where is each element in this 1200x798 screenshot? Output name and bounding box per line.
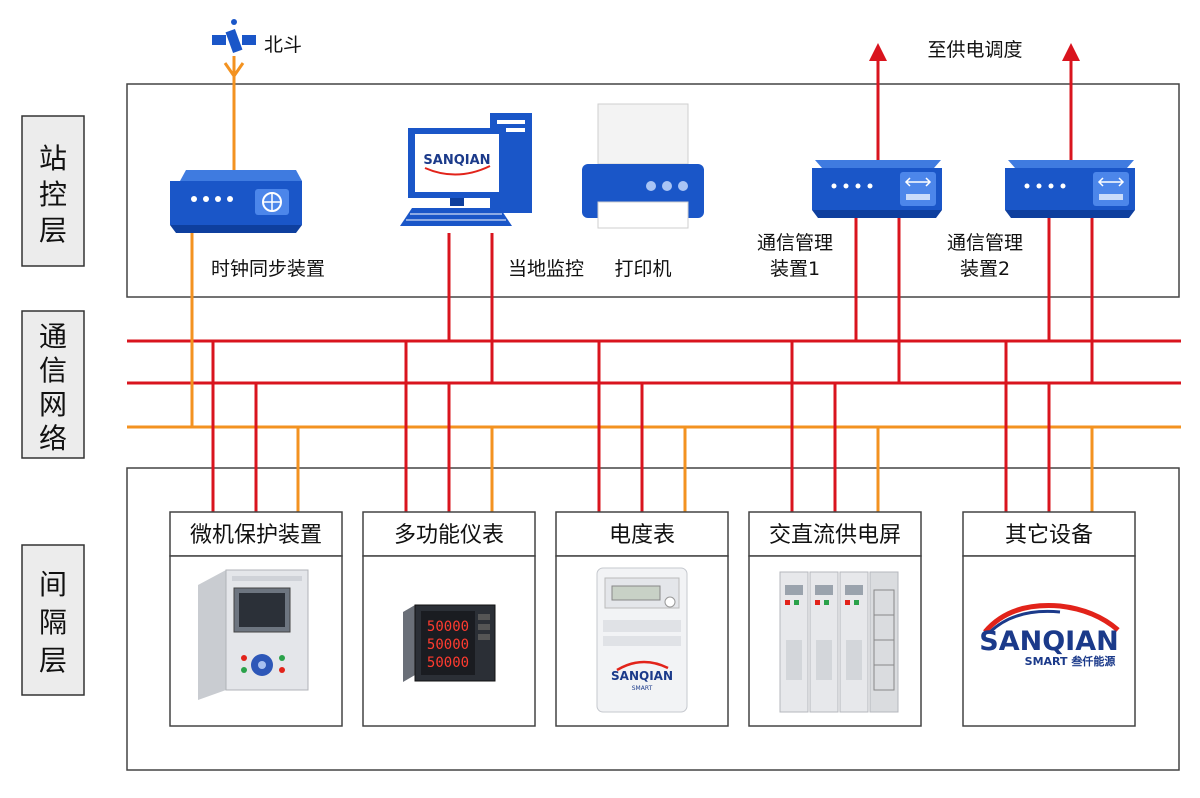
local-monitor-label: 当地监控 (508, 258, 584, 280)
layer-label-station (21, 115, 85, 267)
station-layer-frame (126, 83, 1180, 298)
clock-sync-label: 时钟同步装置 (211, 258, 325, 280)
connections (190, 43, 1094, 512)
protection-device-image (198, 569, 309, 700)
computer-icon: SANQIAN (400, 113, 532, 226)
bay-device-acdc-panel-title: 交直流供电屏 (769, 523, 901, 548)
bay-device-other-title: 其它设备 (1005, 523, 1093, 548)
dispatch-label: 至供电调度 (927, 39, 1022, 61)
multifunction-meter-image: 50000 50000 50000 (403, 604, 496, 682)
layer-network-text: 通信网络 (39, 320, 67, 455)
comm-manager-1-label-line1: 通信管理 (757, 232, 833, 254)
svg-text:SMART: SMART (632, 685, 653, 692)
comm-manager-2-icon (1005, 160, 1135, 218)
layer-bay-text: 间隔层 (39, 568, 67, 677)
comm-manager-2-label-line2: 装置2 (960, 258, 1010, 280)
sanqian-logo (983, 603, 1120, 634)
layer-char: 信 (39, 354, 67, 387)
printer-label: 打印机 (614, 258, 671, 280)
comm-manager-2-label-line1: 通信管理 (947, 232, 1023, 254)
meter-reading-2: 50000 (427, 637, 469, 653)
svg-text:SANQIAN: SANQIAN (611, 669, 673, 683)
layer-label-bay (21, 544, 85, 696)
layer-char: 络 (39, 422, 67, 455)
logo-brand-text: SANQIAN (979, 626, 1118, 657)
printer-icon (582, 103, 704, 229)
comm-manager-1-label-line2: 装置1 (770, 258, 820, 280)
meter-reading-1: 50000 (427, 619, 469, 635)
svg-text:SANQIAN: SANQIAN (423, 153, 490, 168)
acdc-panel-image (779, 571, 899, 713)
meter-reading-3: 50000 (427, 655, 469, 671)
logo-sub-text: SMART 叁仟能源 (1025, 654, 1116, 668)
layer-char: 间 (39, 568, 67, 601)
layer-char: 层 (39, 644, 67, 677)
bay-device-other (962, 511, 1136, 727)
bay-layer-frame (126, 467, 1180, 771)
layer-char: 控 (39, 178, 67, 211)
bay-device-protection-title: 微机保护装置 (190, 523, 322, 548)
energy-meter-image: SANQIAN SMART (596, 567, 688, 713)
layer-char: 隔 (39, 606, 67, 639)
beidou-label: 北斗 (264, 34, 302, 56)
layer-char: 通 (39, 320, 67, 353)
layer-label-network (21, 310, 85, 459)
comm-manager-1-icon (812, 160, 942, 218)
layer-char: 站 (39, 142, 67, 175)
layer-char: 层 (39, 214, 67, 247)
satellite-icon (212, 19, 256, 54)
layer-char: 网 (39, 388, 67, 421)
clock-sync-device-icon (170, 170, 302, 233)
bay-device-energy-meter-title: 电度表 (609, 523, 675, 548)
bay-device-meter-multi-title: 多功能仪表 (394, 523, 504, 548)
layer-station-text: 站控层 (39, 142, 67, 247)
